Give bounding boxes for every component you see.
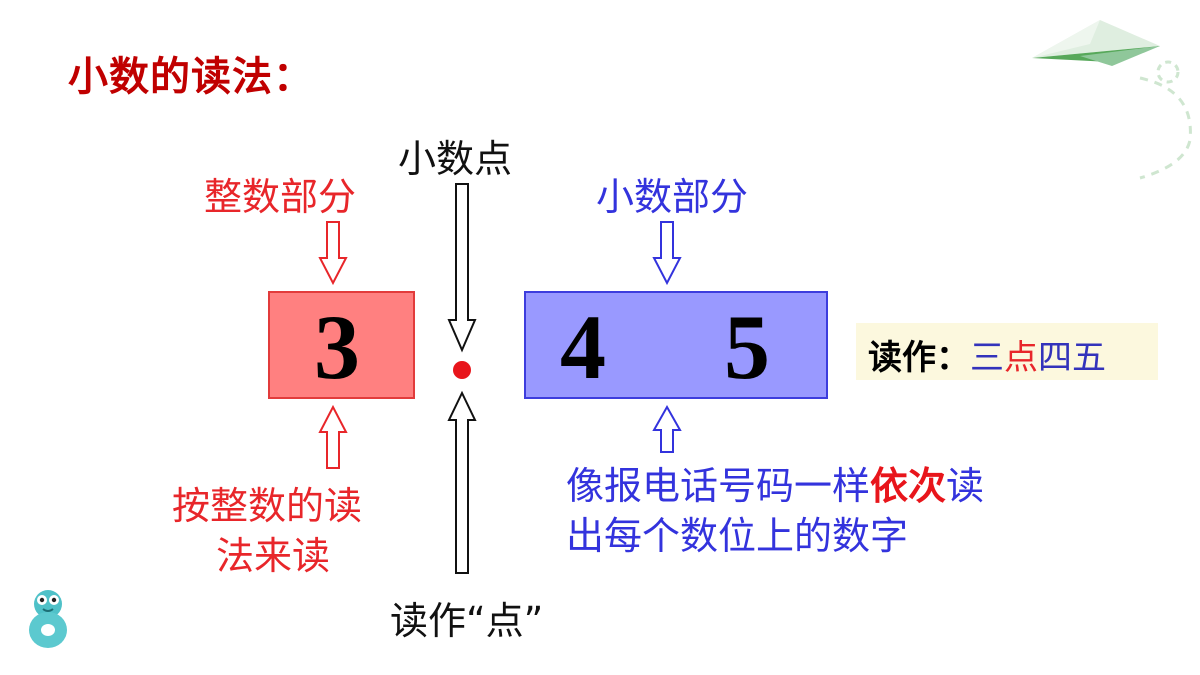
page-title: 小数的读法：: [68, 54, 314, 100]
arrow-up-icon: [652, 404, 682, 453]
decimal-part-label: 小数部分: [596, 175, 749, 219]
integer-digit: 3: [314, 296, 360, 398]
reading-part: 五: [1072, 338, 1106, 378]
integer-part-box: 3: [268, 291, 415, 399]
decimal-dot: [453, 361, 471, 379]
reading-part: 点: [1004, 338, 1038, 378]
reading-label: 读作：: [868, 338, 970, 378]
decimal-rule-line: 像报电话号码一样依次读: [566, 462, 984, 510]
paper-plane-icon: [1032, 20, 1192, 180]
decimal-rule-line: 出每个数位上的数字: [566, 514, 909, 558]
integer-part-label: 整数部分: [204, 175, 357, 219]
integer-rule-line: 法来读: [216, 534, 331, 578]
decimal-rule-text: 像报电话号码一样: [566, 464, 871, 508]
read-point-label: 读作“点”: [390, 599, 544, 643]
reading-part: 四: [1038, 338, 1072, 378]
arrow-up-icon: [318, 404, 348, 469]
decimal-digit-hundredths: 5: [724, 296, 770, 398]
reading-result-box: 读作：三点四五: [856, 323, 1158, 380]
integer-rule-line: 按整数的读: [172, 484, 363, 528]
arrow-down-icon: [652, 221, 682, 286]
arrow-up-icon: [447, 390, 477, 574]
arrow-down-icon: [318, 221, 348, 286]
reading-part: 三: [970, 338, 1004, 378]
decimal-part-box: 4 5: [524, 291, 828, 399]
decimal-rule-text: 读: [946, 464, 985, 508]
arrow-down-icon: [447, 183, 477, 353]
decimal-rule-emphasis: 依次: [870, 464, 947, 508]
number-eight-mascot-icon: [29, 590, 67, 648]
decimal-digit-tenths: 4: [560, 296, 606, 398]
decimal-point-label: 小数点: [398, 137, 513, 181]
